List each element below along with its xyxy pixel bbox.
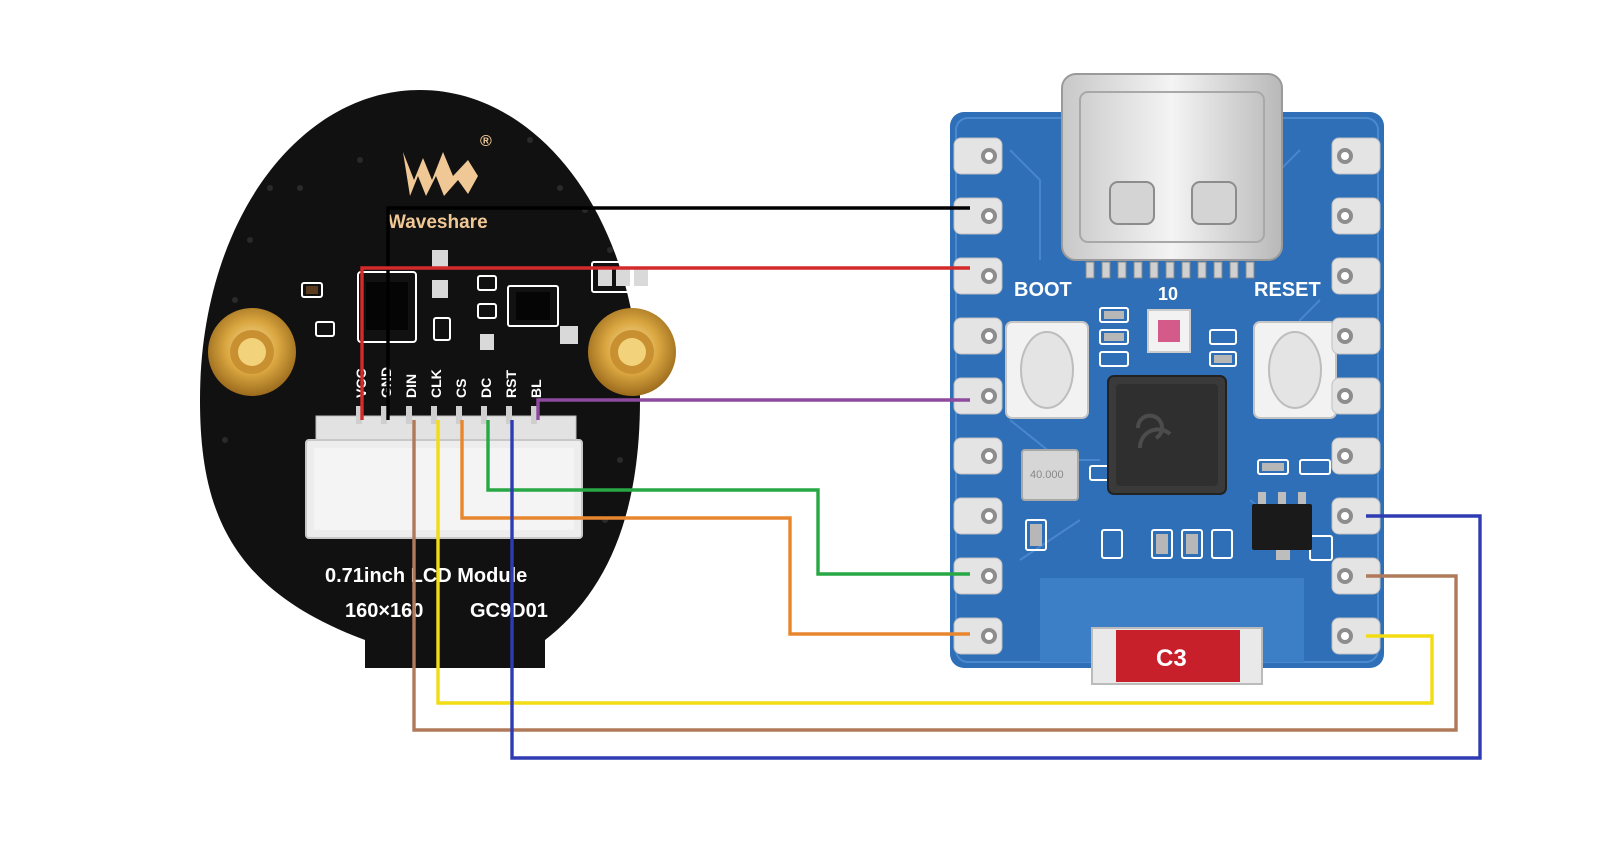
lcd-mounting-hole-left	[208, 308, 296, 396]
voltage-regulator	[1252, 492, 1312, 560]
wire-cs	[460, 420, 970, 636]
lcd-driver: GC9D01	[470, 600, 548, 622]
antenna-label: C3	[1156, 645, 1187, 672]
mcu-right-pins	[1331, 137, 1381, 655]
lcd-pin-labels: VCC GND DIN CLK CS DC RST BL	[353, 367, 544, 424]
antenna-component: C3	[1091, 627, 1263, 685]
rgb-led	[1147, 309, 1191, 353]
wire-rst	[510, 420, 1482, 760]
pin-label-dc: DC	[478, 378, 494, 398]
wire-din	[412, 420, 1458, 732]
lcd-module-title: 0.71inch LCD Module	[325, 565, 527, 587]
lcd-vias	[222, 137, 623, 523]
wire-clk	[436, 420, 1434, 705]
boot-button[interactable]	[1005, 321, 1089, 419]
boot-label: BOOT	[1014, 279, 1072, 301]
pin-label-bl: BL	[528, 379, 544, 398]
pin-label-clk: CLK	[428, 369, 444, 398]
pin-label-rst: RST	[503, 370, 519, 398]
crystal-label: 40.000	[1030, 469, 1064, 481]
brand-name: Waveshare	[388, 212, 488, 233]
wire-dc	[486, 420, 970, 576]
pin-label-din: DIN	[403, 374, 419, 398]
mcu-left-pins	[953, 137, 1003, 655]
crystal: 40.000	[1021, 449, 1079, 501]
wire-vcc	[360, 266, 970, 420]
esp-chip	[1107, 375, 1227, 495]
pin-label-gnd: GND	[378, 367, 394, 398]
lcd-mounting-hole-right	[588, 308, 676, 396]
lcd-resolution: 160×160	[345, 600, 423, 622]
pin-label-cs: CS	[453, 379, 469, 398]
reset-button[interactable]	[1253, 321, 1337, 419]
mcu-passives	[1025, 307, 1333, 561]
wires	[360, 206, 1482, 760]
mcu-board: C3 BOOT 10 RESET	[950, 73, 1384, 685]
usb-c-connector	[1061, 73, 1283, 279]
reset-label: RESET	[1254, 279, 1321, 301]
waveshare-logo: ®	[403, 133, 492, 196]
led-label: 10	[1158, 284, 1178, 304]
wire-gnd	[386, 206, 970, 420]
wire-bl	[536, 398, 970, 420]
registered-mark: ®	[480, 133, 492, 150]
